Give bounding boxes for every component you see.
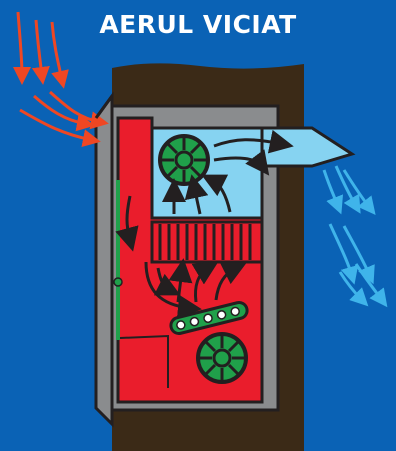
rod-knob bbox=[114, 278, 122, 286]
incoming-air-arrows bbox=[18, 12, 100, 140]
exhaust-duct bbox=[262, 128, 352, 166]
heat-exchanger-icon bbox=[152, 222, 262, 262]
top-fan-icon bbox=[160, 136, 208, 184]
exhaust-air-arrows bbox=[324, 166, 382, 300]
front-grille bbox=[96, 96, 112, 424]
bottom-fan-icon bbox=[198, 334, 246, 382]
